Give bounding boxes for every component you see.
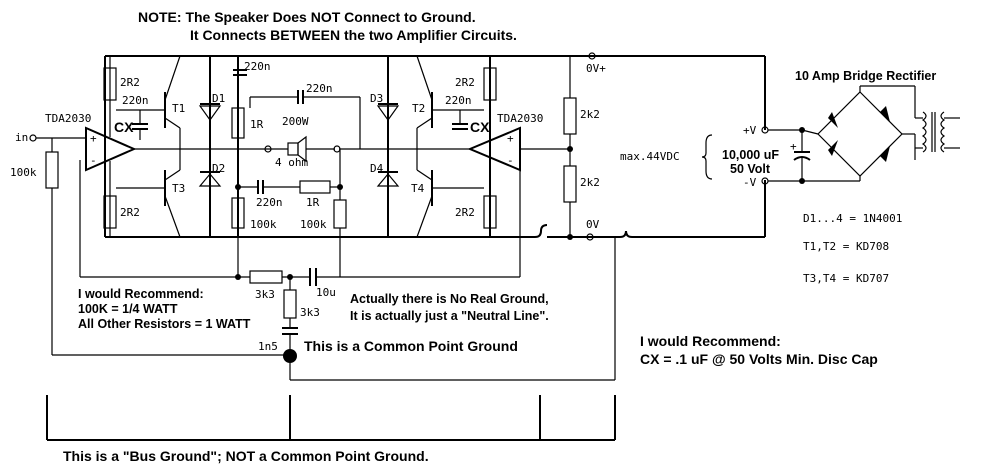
t4-label: T4 <box>411 182 425 195</box>
bus-ground-label: This is a "Bus Ground"; NOT a Common Poi… <box>63 448 429 464</box>
max-voltage-label: max.44VDC <box>620 150 680 163</box>
right-ic-label: TDA2030 <box>497 112 543 125</box>
cx-right-label: CX <box>470 119 490 135</box>
c-fb-series-label: 10u <box>316 286 336 299</box>
speaker-icon <box>287 142 299 156</box>
left-ic-plus: + <box>90 132 97 145</box>
d4 <box>376 173 400 187</box>
c-bypass-right-label: 220n <box>445 94 472 107</box>
left-amp: TDA2030 + - in 100k 2R2 2R2 CX 220n <box>10 55 290 356</box>
cap-voltage-label: 50 Volt <box>730 162 771 176</box>
r-mid-label: 1R <box>306 196 320 209</box>
ground-note-line2: It is actually just a "Neutral Line". <box>350 309 549 323</box>
r-left-100k-label: 100k <box>250 218 277 231</box>
c-top2-label: 220n <box>306 82 333 95</box>
d2 <box>198 173 222 187</box>
right-ic-plus: + <box>507 132 514 145</box>
c-ground-label: 1n5 <box>258 340 278 353</box>
transformer-primary <box>921 111 927 153</box>
c-top-label: 220n <box>244 60 271 73</box>
brace <box>701 134 713 180</box>
r-div-bottom-label: 2k2 <box>580 176 600 189</box>
r-left-100k <box>231 197 245 229</box>
note-line-1: NOTE: The Speaker Does NOT Connect to Gr… <box>138 9 476 25</box>
left-ic-minus: - <box>90 154 97 167</box>
left-ic-label: TDA2030 <box>45 112 91 125</box>
d4-label: D4 <box>370 162 384 175</box>
recommend-right-line1: CX = .1 uF @ 50 Volts Min. Disc Cap <box>640 351 878 367</box>
c-mid-label: 220n <box>256 196 283 209</box>
rectifier-title: 10 Amp Bridge Rectifier <box>795 69 936 83</box>
d3 <box>376 105 400 122</box>
r-top-right <box>483 67 497 101</box>
speaker-power: 200W <box>282 115 309 128</box>
common-point-ground <box>283 349 297 363</box>
r-in-label: 100k <box>10 166 37 179</box>
input-terminal <box>29 134 37 142</box>
left-opamp <box>85 126 137 172</box>
cx-left-label: CX <box>114 119 134 135</box>
bus-ground <box>46 395 616 441</box>
center-network: 220n 1R 220n 200W 4 ohm 220n 1R 100k <box>231 60 388 277</box>
ground-note-line1: Actually there is No Real Ground, <box>350 292 549 306</box>
cap-value-label: 10,000 uF <box>722 148 779 162</box>
r-div-bottom <box>563 165 577 203</box>
parts-t12: T1,T2 = KD708 <box>803 240 889 253</box>
r-zobel <box>231 107 245 139</box>
v-zero-label: 0V <box>586 218 600 231</box>
recommend-left-line2: All Other Resistors = 1 WATT <box>78 317 251 331</box>
note-line-2: It Connects BETWEEN the two Amplifier Ci… <box>190 27 517 43</box>
recommend-left-line1: 100K = 1/4 WATT <box>78 302 178 316</box>
r-bottom-left <box>103 195 117 229</box>
c-bypass-left-label: 220n <box>122 94 149 107</box>
right-amp: TDA2030 + - 2R2 2R2 CX 220n T2 T4 D3 <box>370 55 570 277</box>
r-bottom-right-label: 2R2 <box>455 206 475 219</box>
right-ic-minus: - <box>507 154 514 167</box>
t1-label: T1 <box>172 102 185 115</box>
r-zobel-label: 1R <box>250 118 264 131</box>
d1-label: D1 <box>212 92 225 105</box>
r-top-left <box>103 67 117 101</box>
v-plus-label: 0V+ <box>586 62 606 75</box>
r-fb-shunt-label: 3k3 <box>300 306 320 319</box>
r-bottom-left-label: 2R2 <box>120 206 140 219</box>
r-div-top <box>563 97 577 135</box>
r-div-top-label: 2k2 <box>580 108 600 121</box>
recommend-right-title: I would Recommend: <box>640 333 781 349</box>
r-mid <box>299 180 331 194</box>
r-in-100k <box>45 151 59 189</box>
r-fb-series <box>249 270 283 284</box>
r-top-right-label: 2R2 <box>455 76 475 89</box>
transformer-secondary <box>940 111 946 153</box>
bottom-rail <box>105 224 765 238</box>
r-top-left-label: 2R2 <box>120 76 140 89</box>
r-fb-shunt <box>283 289 297 319</box>
d2-label: D2 <box>212 162 225 175</box>
d1 <box>198 105 222 122</box>
recommend-left-title: I would Recommend: <box>78 287 204 301</box>
t3-label: T3 <box>172 182 185 195</box>
parts-t34: T3,T4 = KD707 <box>803 272 889 285</box>
supply-section: 0V+ 2k2 2k2 0V max.44VDC +V -V 10,000 uF… <box>563 52 811 241</box>
r-bottom-right <box>483 195 497 229</box>
common-point-label: This is a Common Point Ground <box>304 338 518 354</box>
r-fb-series-label: 3k3 <box>255 288 275 301</box>
t2-label: T2 <box>412 102 425 115</box>
bridge-rectifier: 10 Amp Bridge Rectifier <box>795 69 960 182</box>
d3-label: D3 <box>370 92 383 105</box>
speaker-impedance: 4 ohm <box>275 156 308 169</box>
r-right-100k <box>333 199 347 229</box>
cap-plus-label: + <box>790 140 797 153</box>
supply-minus-label: -V <box>743 176 757 189</box>
feedback-network: 3k3 10u 3k3 1n5 <box>79 160 616 381</box>
r-right-100k-label: 100k <box>300 218 327 231</box>
supply-plus-label: +V <box>743 124 757 137</box>
input-label: in <box>15 131 28 144</box>
parts-diodes: D1...4 = 1N4001 <box>803 212 902 225</box>
